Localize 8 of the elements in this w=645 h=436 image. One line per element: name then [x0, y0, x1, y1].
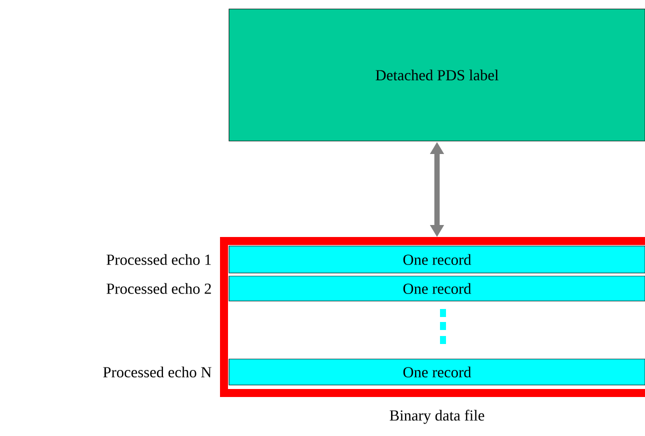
record-bar: One record	[228, 246, 645, 274]
record-bar: One record	[228, 276, 645, 302]
record-bar: One record	[228, 358, 645, 386]
record-label: Processed echo N	[103, 366, 212, 378]
label-box: Detached PDS label	[228, 8, 645, 142]
record-label: Processed echo 2	[106, 283, 211, 294]
file-caption: Binary data file	[390, 410, 484, 424]
record-label: Processed echo 1	[106, 254, 211, 265]
